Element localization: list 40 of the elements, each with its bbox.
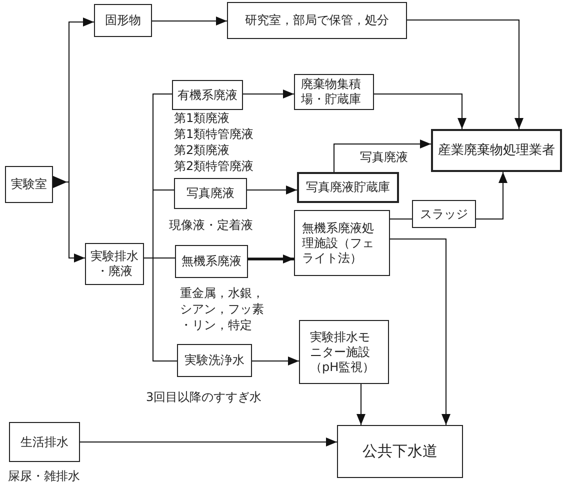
process-box: 廃棄物集積場・貯蔵庫 [294, 74, 374, 110]
process-box: 産業廃棄物処理業者 [431, 129, 562, 172]
process-box: 固形物 [94, 4, 152, 37]
process-box: 実験室 [5, 166, 53, 203]
process-box: スラッジ [412, 200, 476, 228]
note-text: 第2類廃液 [174, 142, 230, 158]
note-text: 第2類特管廃液 [174, 158, 254, 174]
arrow [356, 384, 366, 426]
connector-line [390, 218, 412, 220]
process-box: 写真廃液 [174, 178, 247, 209]
note-text: 3回目以降のすすぎ水 [146, 389, 262, 405]
note-text: 第1類廃液 [174, 110, 230, 126]
process-box: 実験洗浄水 [177, 344, 252, 377]
arrow [406, 20, 524, 130]
process-box: 生活排水 [9, 422, 80, 462]
arrow [248, 254, 294, 264]
note-text: 第1類特管廃液 [174, 126, 254, 142]
connector-line [144, 258, 178, 362]
edge-label: 写真廃液 [358, 149, 410, 165]
arrow [52, 176, 86, 262]
process-box: 研究室，部局で保管，処分 [227, 2, 407, 39]
process-box: 公共下水道 [337, 425, 463, 478]
arrow [80, 438, 338, 446]
process-box: 写真廃液貯蔵庫 [297, 172, 399, 203]
process-box: 無機系廃液処理施設（フェライト法） [294, 210, 390, 276]
arrow [252, 356, 300, 366]
arrow [476, 172, 508, 220]
arrow [374, 94, 466, 130]
arrow [390, 238, 450, 426]
note-text: 現像液・定着液 [169, 217, 253, 233]
process-box: 有機系廃液 [172, 80, 243, 110]
arrow [152, 16, 228, 26]
arrow [246, 186, 298, 194]
process-box: 実験排水・廃液 [85, 243, 144, 285]
arrow [242, 90, 294, 98]
arrow [334, 140, 432, 172]
process-box: 実験排水モニター施設（pH監視） [299, 320, 389, 384]
note-text: 屎尿・雑排水 [8, 468, 80, 484]
process-box: 無機系廃液 [175, 245, 248, 278]
note-text: 重金属，水銀，シアン，フッ素・リン，特定 [180, 285, 265, 333]
